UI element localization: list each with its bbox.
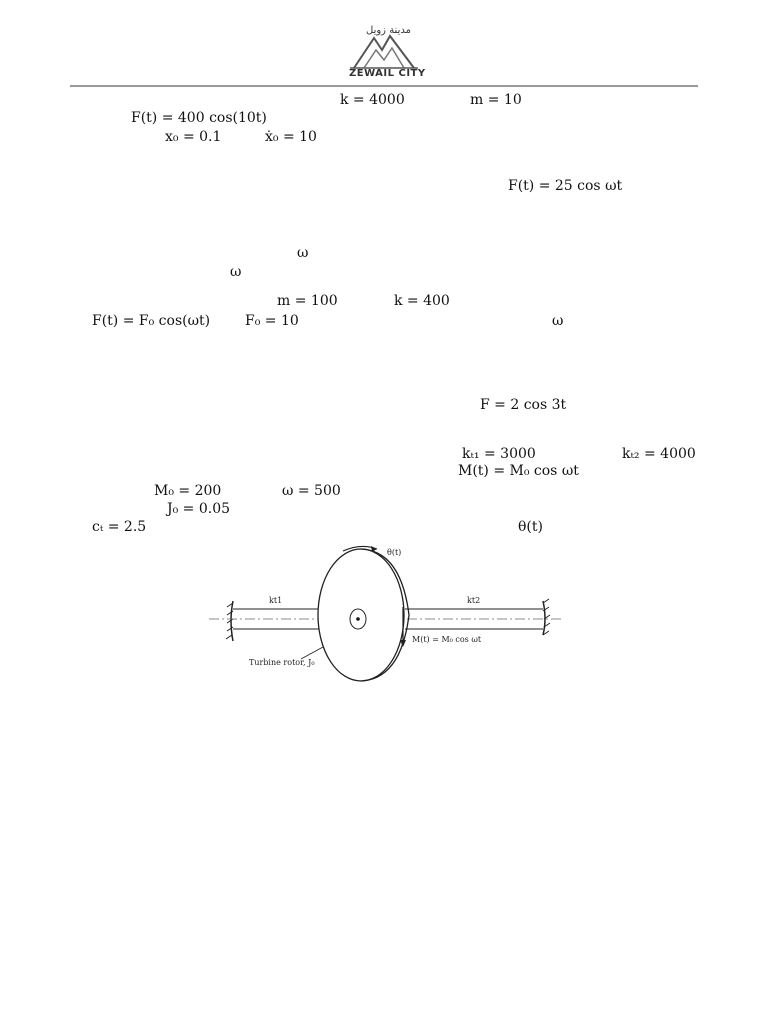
p5-theta: θ(t) — [518, 519, 543, 535]
logo-arabic-text: مدينة زويل — [366, 25, 411, 36]
fig-label-moment: M(t) = M₀ cos ωt — [412, 635, 482, 644]
moment-arrow — [400, 607, 406, 647]
p3-omega-c: ω — [552, 313, 564, 329]
turbine-rotor-figure: θ(t) kt1 kt2 M(t) = M₀ cos ωt Turbine ro… — [209, 545, 561, 682]
p1-x0: x₀ = 0.1 — [165, 129, 222, 145]
fig-label-kt2: kt2 — [467, 596, 480, 605]
p5-kt2: kₜ₂ = 4000 — [622, 446, 696, 462]
right-wall-support — [542, 598, 551, 636]
fig-label-kt1: kt1 — [269, 596, 282, 605]
right-shaft — [405, 608, 543, 630]
left-wall-support — [225, 600, 234, 642]
p5-kt1: kₜ₁ = 3000 — [462, 446, 536, 462]
p4-force: F = 2 cos 3t — [480, 397, 567, 413]
p3-mass: m = 100 — [277, 293, 338, 309]
theta-rotation-arrow — [342, 545, 378, 552]
p1-stiffness: k = 4000 — [340, 92, 405, 108]
p1-xdot0: ẋ₀ = 10 — [265, 129, 317, 145]
p3-F0: F₀ = 10 — [245, 313, 299, 329]
fig-label-theta: θ(t) — [387, 548, 401, 557]
p1-mass: m = 10 — [470, 92, 522, 108]
p3-force: F(t) = F₀ cos(ωt) — [92, 313, 211, 329]
rotor-leader-line — [300, 646, 324, 660]
fig-label-rotor: Turbine rotor, J₀ — [249, 658, 315, 667]
p5-M0: M₀ = 200 — [154, 483, 222, 499]
header-rule — [70, 85, 698, 87]
p3-omega-a: ω — [297, 245, 309, 261]
logo-english-text: ZEWAIL CITY — [349, 68, 426, 79]
zewail-city-logo — [350, 34, 418, 69]
p2-force: F(t) = 25 cos ωt — [508, 178, 623, 194]
p5-omega: ω = 500 — [282, 483, 341, 499]
p1-force: F(t) = 400 cos(10t) — [131, 110, 267, 126]
rotor-disk — [317, 548, 410, 682]
p5-J0: J₀ = 0.05 — [167, 501, 231, 517]
p3-stiffness: k = 400 — [394, 293, 450, 309]
p5-ct: cₜ = 2.5 — [92, 519, 147, 535]
p3-omega-b: ω — [230, 264, 242, 280]
p5-moment: M(t) = M₀ cos ωt — [458, 463, 579, 479]
